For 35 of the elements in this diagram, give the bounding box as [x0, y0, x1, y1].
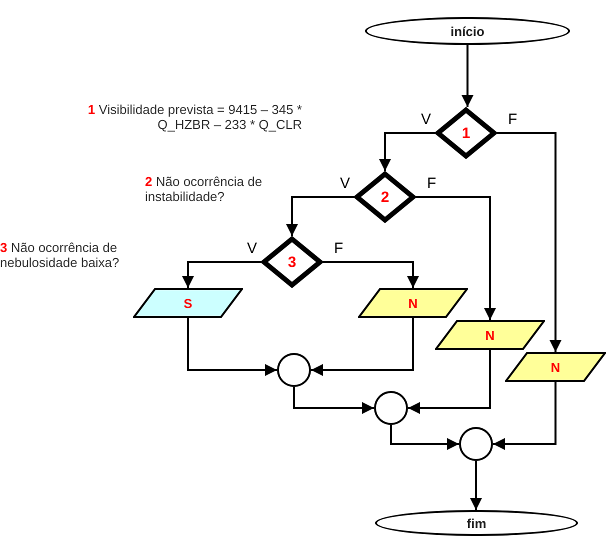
- data-parallelogram: [133, 288, 243, 318]
- data-parallelogram: [505, 352, 606, 382]
- node-label: N: [408, 296, 418, 310]
- flow-arrow: [493, 382, 556, 450]
- connector-circle: [374, 391, 408, 425]
- decision-diamond: [261, 236, 323, 288]
- connector-circle: [277, 353, 311, 387]
- annotation-text: 1 Visibilidade prevista = 9415 – 345 * Q_HZBR – 233 * Q_CLR: [86, 102, 302, 132]
- node-label: S: [184, 296, 192, 310]
- flow-arrow: [416, 196, 496, 320]
- flow-arrow: [323, 261, 419, 288]
- terminal-label: início: [450, 24, 484, 38]
- terminal-label: fim: [466, 516, 486, 530]
- node-label: N: [550, 360, 560, 374]
- flow-arrow: [462, 45, 474, 107]
- flow-arrow: [293, 387, 374, 414]
- flow-arrow: [408, 350, 491, 414]
- node-label: N: [485, 328, 495, 342]
- data-parallelogram: [435, 320, 545, 350]
- decision-diamond: [354, 171, 416, 223]
- decision-diamond: [435, 107, 497, 159]
- flow-arrow: [187, 318, 277, 376]
- data-parallelogram: [358, 288, 468, 318]
- node-label: 1: [462, 124, 470, 142]
- node-label: 2: [380, 188, 390, 206]
- connector-circle: [459, 427, 493, 461]
- flow-arrow: [470, 461, 482, 510]
- flow-arrow: [311, 318, 414, 376]
- annotation-text: 3 Não ocorrência de nebulosidade baixa?: [0, 240, 120, 270]
- node-label: 3: [288, 254, 296, 270]
- flow-arrow: [497, 132, 562, 352]
- flow-arrow: [286, 196, 354, 236]
- flow-arrow: [182, 261, 261, 288]
- flow-arrow: [379, 132, 435, 171]
- flow-arrow: [390, 425, 459, 450]
